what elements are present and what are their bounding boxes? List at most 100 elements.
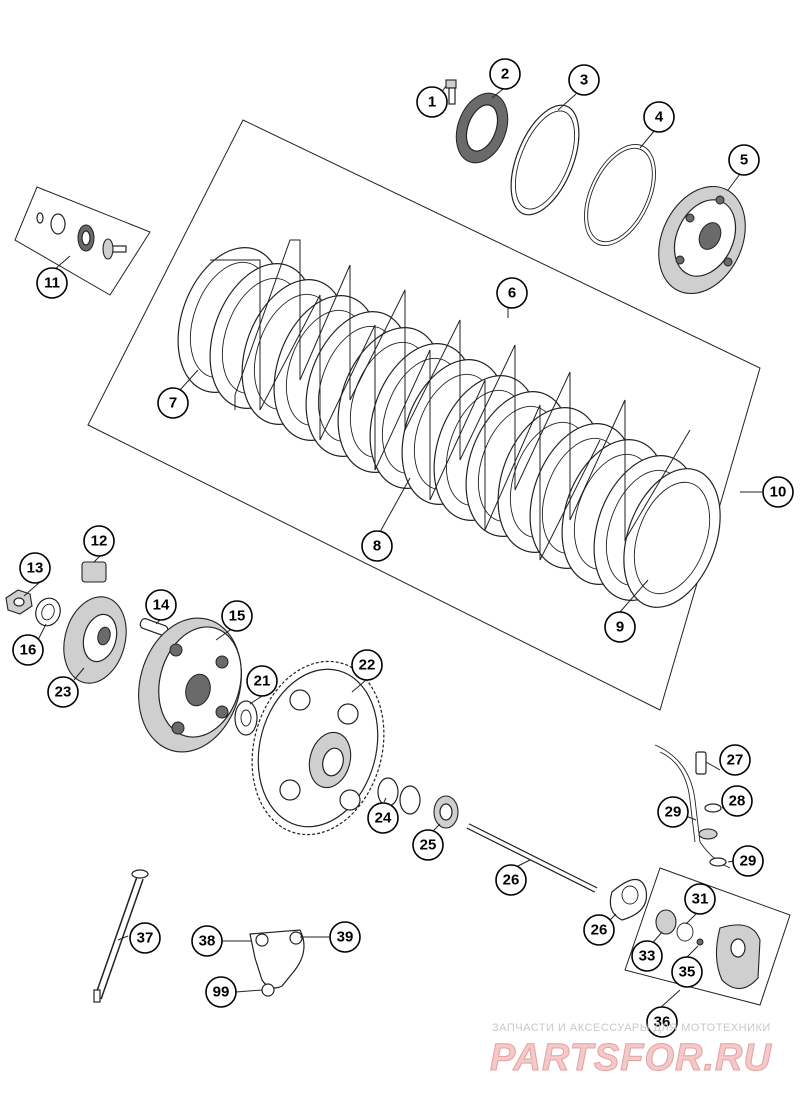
svg-text:1: 1 bbox=[428, 94, 436, 111]
slave-cylinder-frame-22 bbox=[624, 867, 791, 1006]
svg-text:16: 16 bbox=[20, 642, 37, 659]
svg-text:35: 35 bbox=[679, 964, 696, 981]
svg-text:99: 99 bbox=[213, 984, 230, 1001]
callout-26-bottom: 29 bbox=[732, 845, 764, 877]
callout-28: 27 bbox=[719, 744, 751, 776]
outer-clutch-drum-part-5 bbox=[138, 617, 242, 753]
svg-text:23: 23 bbox=[55, 684, 72, 701]
leader-lines bbox=[23, 85, 762, 1009]
callout-99: 10 bbox=[762, 476, 794, 508]
svg-text:6: 6 bbox=[508, 285, 516, 302]
callout-7: 5 bbox=[728, 144, 760, 176]
callout-35: 11 bbox=[36, 267, 68, 299]
callout-12: 8 bbox=[361, 530, 393, 562]
svg-text:14: 14 bbox=[153, 597, 170, 614]
bracket-12 bbox=[210, 259, 601, 561]
svg-text:8: 8 bbox=[373, 538, 381, 555]
callout-1: 22 bbox=[351, 649, 383, 681]
callout-16: 39 bbox=[329, 921, 361, 953]
callout-25: 35 bbox=[671, 956, 703, 988]
callout-21: 26 bbox=[583, 914, 615, 946]
diaphragm-ring-part-6 bbox=[584, 143, 656, 247]
bleeder-tool-part-31 bbox=[93, 869, 149, 1003]
callout-29-top: 38 bbox=[191, 925, 223, 957]
callout-31: 37 bbox=[129, 922, 161, 954]
nut-part-15 bbox=[5, 589, 33, 615]
svg-text:15: 15 bbox=[229, 608, 246, 625]
callout-8: 12 bbox=[83, 525, 115, 557]
banjo-washer-part-26 bbox=[704, 803, 727, 867]
callout-23: 33 bbox=[631, 940, 663, 972]
callout-26-top: 28 bbox=[721, 785, 753, 817]
release-bracket-part-16 bbox=[249, 929, 305, 997]
pressure-bolt-kit-frame-35 bbox=[14, 186, 151, 296]
washer-part-37 bbox=[510, 104, 580, 216]
svg-text:9: 9 bbox=[616, 619, 624, 636]
svg-text:4: 4 bbox=[655, 109, 664, 126]
svg-text:13: 13 bbox=[27, 560, 44, 577]
callout-14: 16 bbox=[12, 634, 44, 666]
svg-text:5: 5 bbox=[740, 152, 748, 169]
svg-text:2: 2 bbox=[501, 66, 509, 83]
callout-24: 31 bbox=[684, 883, 716, 915]
callout-33: 7 bbox=[157, 387, 189, 419]
clutch-disc-stack bbox=[177, 247, 721, 608]
svg-text:12: 12 bbox=[91, 533, 108, 550]
svg-text:11: 11 bbox=[44, 275, 60, 292]
watermark-brand: PARTSFOR.RU bbox=[490, 1037, 772, 1079]
svg-text:22: 22 bbox=[359, 657, 376, 674]
needle-bearing-part-36 bbox=[455, 92, 509, 164]
svg-text:37: 37 bbox=[137, 930, 154, 947]
damper-part-8 bbox=[81, 561, 107, 583]
svg-text:10: 10 bbox=[770, 484, 787, 501]
svg-text:38: 38 bbox=[199, 933, 216, 950]
svg-text:26: 26 bbox=[503, 872, 520, 889]
callout-36: 2 bbox=[489, 58, 521, 90]
callout-29-bottom: 99 bbox=[205, 976, 237, 1008]
svg-text:7: 7 bbox=[169, 395, 177, 412]
slave-cylinder-parts bbox=[655, 909, 761, 990]
svg-text:25: 25 bbox=[420, 837, 437, 854]
bolt-part-10 bbox=[445, 79, 457, 105]
callout-9: 14 bbox=[145, 589, 177, 621]
svg-text:27: 27 bbox=[727, 752, 744, 769]
watermark-caption: ЗАПЧАСТИ И АКСЕССУАРЫ ДЛЯ МОТОТЕХНИКИ bbox=[492, 1022, 771, 1034]
svg-text:31: 31 bbox=[692, 891, 709, 908]
clutch-kit-frame-99 bbox=[87, 119, 761, 711]
pressure-plate-part-7 bbox=[658, 185, 746, 295]
callout-10: 1 bbox=[416, 86, 448, 118]
callout-22: 36 bbox=[646, 1006, 678, 1038]
callout-38: 23 bbox=[47, 676, 79, 708]
callout-6: 4 bbox=[643, 101, 675, 133]
callout-27: 29 bbox=[657, 796, 689, 828]
inner-hub-part-38 bbox=[63, 596, 127, 684]
svg-text:39: 39 bbox=[337, 929, 354, 946]
callout-15: 13 bbox=[19, 552, 51, 584]
svg-text:26: 26 bbox=[591, 922, 608, 939]
svg-text:21: 21 bbox=[254, 673, 271, 690]
lock-washer-part-14 bbox=[35, 597, 61, 627]
callout-3: 25 bbox=[412, 829, 444, 861]
svg-text:36: 36 bbox=[654, 1014, 671, 1031]
svg-text:3: 3 bbox=[580, 72, 588, 89]
svg-text:24: 24 bbox=[375, 810, 392, 827]
callout-37: 3 bbox=[568, 64, 600, 96]
svg-text:33: 33 bbox=[639, 948, 656, 965]
svg-text:29: 29 bbox=[665, 804, 682, 821]
callout-11: 6 bbox=[496, 277, 528, 309]
callout-39: 9 bbox=[604, 611, 636, 643]
svg-text:28: 28 bbox=[729, 793, 746, 810]
hydraulic-line-part-27 bbox=[654, 744, 731, 869]
push-rod-part-13 bbox=[466, 823, 598, 893]
gasket-part-21 bbox=[609, 878, 648, 921]
primary-gear-part-1 bbox=[251, 660, 385, 836]
svg-text:29: 29 bbox=[740, 853, 757, 870]
callout-2: 24 bbox=[367, 802, 399, 834]
callout-13: 26 bbox=[495, 864, 527, 896]
needle-bushing-part-2 bbox=[377, 777, 421, 815]
callout-4: 21 bbox=[246, 665, 278, 697]
bracket-11 bbox=[234, 239, 691, 542]
pressure-bolt-kit-parts-35 bbox=[36, 212, 127, 260]
thrust-washer-part-4 bbox=[234, 700, 258, 736]
